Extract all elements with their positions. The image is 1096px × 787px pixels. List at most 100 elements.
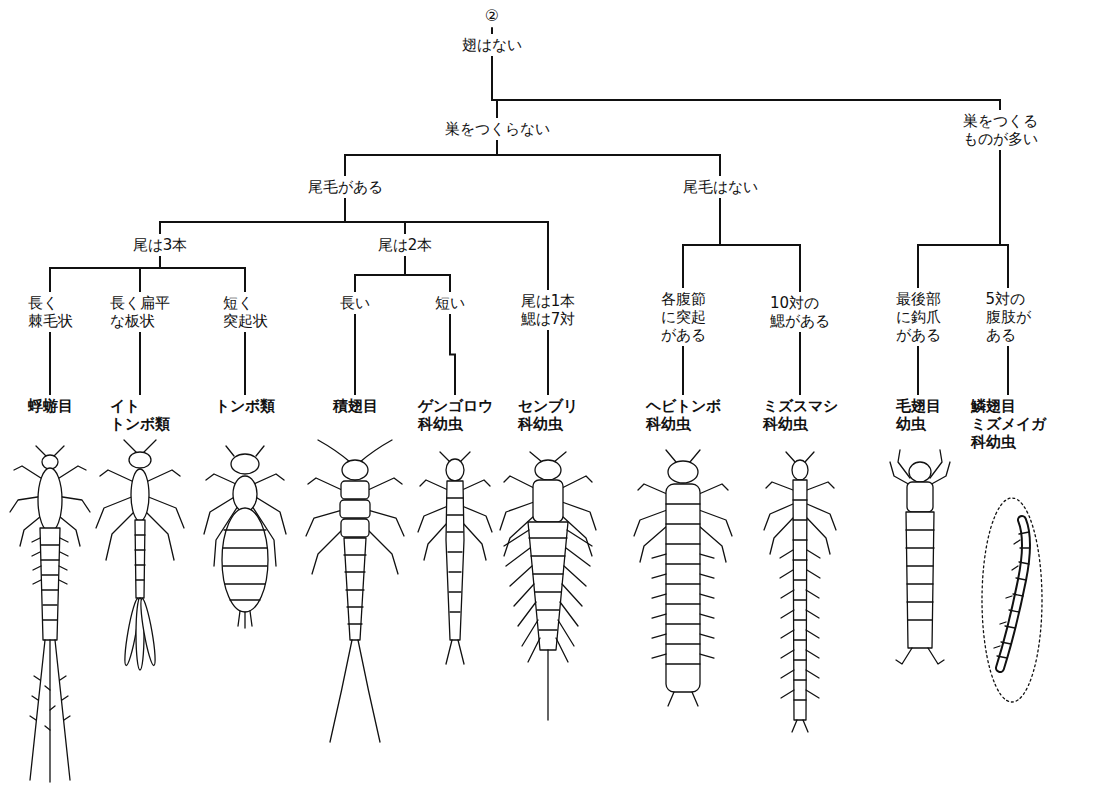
stonefly-larva-figure-part bbox=[342, 460, 368, 480]
taxon-label: 蜉蝣目 bbox=[25, 395, 76, 417]
damselfly-larva-figure-part bbox=[138, 598, 158, 666]
taxon-label: 鱗翅目 ミズメイガ 科幼虫 bbox=[968, 395, 1049, 453]
damselfly-larva-figure-part bbox=[129, 452, 151, 468]
taxon-label: トンボ類 bbox=[212, 395, 278, 417]
damselfly-larva-figure-part bbox=[124, 440, 156, 452]
tree-connector bbox=[160, 256, 245, 292]
diving-beetle-larva-figure bbox=[418, 452, 492, 664]
trait-text: 尾は3本 bbox=[133, 236, 188, 254]
stonefly-larva-figure-part bbox=[341, 519, 369, 537]
tree-connector bbox=[139, 332, 141, 395]
taxon-name: ミズスマシ 科幼虫 bbox=[763, 397, 838, 433]
tree-connector bbox=[49, 332, 51, 395]
trait-text: 尾は1本 鰓は7対 bbox=[521, 292, 576, 328]
trait-node: 尾毛がある bbox=[305, 176, 386, 198]
moth-larva-figure-part bbox=[994, 540, 1020, 648]
dragonfly-larva-figure-part bbox=[222, 508, 268, 612]
dobsonfly-larva-figure-part bbox=[666, 504, 700, 664]
taxon-name: ヘビトンボ 科幼虫 bbox=[646, 397, 721, 433]
damselfly-larva-figure-part bbox=[135, 535, 145, 580]
taxon-name: ゲンゴロウ 科幼虫 bbox=[418, 397, 493, 433]
taxon-label: センブリ 科幼虫 bbox=[515, 395, 581, 435]
alderfly-larva-figure-part bbox=[535, 460, 561, 480]
tree-connector bbox=[345, 198, 405, 234]
dobsonfly-larva-figure-part bbox=[668, 692, 698, 706]
tree-connector bbox=[450, 314, 455, 395]
trait-text: 尾毛はない bbox=[683, 178, 758, 196]
taxon-name: トンボ類 bbox=[215, 397, 275, 415]
caddisfly-larva-figure-part bbox=[907, 482, 933, 512]
tree-connector bbox=[345, 198, 548, 290]
trait-text: 10対の 鰓がある bbox=[770, 294, 830, 330]
trait-node: 長い bbox=[337, 292, 373, 314]
trait-text: 最後部 に鈎爪 がある bbox=[896, 290, 941, 344]
caddisfly-larva-figure-part bbox=[906, 512, 934, 648]
tree-connector bbox=[683, 198, 720, 288]
stonefly-larva-figure-part bbox=[330, 640, 380, 742]
whirligig-larva-figure-part bbox=[792, 720, 808, 732]
trait-node: 長く扁平 な板状 bbox=[107, 292, 173, 332]
trait-text: 短く 突起状 bbox=[223, 294, 268, 330]
taxon-label: イト トンボ類 bbox=[107, 395, 173, 435]
mayfly-larva-figure-part bbox=[38, 468, 62, 532]
tree-connector bbox=[405, 256, 450, 292]
stonefly-larva-figure-part bbox=[344, 538, 366, 640]
dobsonfly-larva-figure-part bbox=[668, 461, 698, 483]
taxon-label: ミズスマシ 科幼虫 bbox=[760, 395, 841, 435]
diving-beetle-larva-figure-part bbox=[446, 640, 464, 664]
tree-connector bbox=[1000, 150, 1008, 288]
mayfly-larva-figure-part bbox=[40, 528, 60, 640]
tree-connector bbox=[799, 332, 801, 395]
trait-node: 翅はない bbox=[459, 34, 525, 56]
key-number: ② bbox=[482, 4, 502, 27]
alderfly-larva-figure-part bbox=[533, 480, 563, 522]
taxon-label: 積翅目 bbox=[330, 395, 381, 417]
trait-text: 尾毛がある bbox=[308, 178, 383, 196]
tree-connector bbox=[345, 140, 497, 176]
caddisfly-larva-figure-part bbox=[906, 530, 934, 620]
trait-node: 短い bbox=[432, 292, 468, 314]
mayfly-larva-figure-part bbox=[41, 545, 59, 620]
alderfly-larva-figure-part bbox=[547, 650, 548, 720]
tree-connector bbox=[492, 56, 1000, 110]
trait-text: 5対の 腹肢が ある bbox=[986, 290, 1031, 344]
tree-connector bbox=[140, 256, 160, 292]
damselfly-larva-figure bbox=[96, 440, 184, 670]
trait-node: 巣をつくらない bbox=[442, 118, 553, 140]
whirligig-larva-figure bbox=[764, 452, 836, 732]
mayfly-larva-figure bbox=[10, 446, 90, 782]
dobsonfly-larva-figure-part bbox=[652, 554, 714, 658]
stonefly-larva-figure bbox=[306, 440, 404, 742]
stonefly-larva-figure-part bbox=[318, 440, 392, 462]
diving-beetle-larva-figure-part bbox=[446, 459, 464, 481]
trait-node: 尾は2本 bbox=[375, 234, 436, 256]
taxon-label: ゲンゴロウ 科幼虫 bbox=[415, 395, 496, 435]
trait-node: 巣をつくる ものが多い bbox=[960, 110, 1041, 150]
trait-text: 各腹節 に突起 がある bbox=[661, 290, 706, 344]
tree-connector bbox=[918, 150, 1000, 288]
tree-connector bbox=[244, 332, 246, 395]
tree-connector bbox=[1007, 346, 1009, 395]
tree-connector bbox=[354, 314, 356, 395]
whirligig-larva-figure-part bbox=[780, 550, 820, 698]
caddisfly-larva-figure-part bbox=[896, 648, 944, 664]
trait-node: 尾は3本 bbox=[130, 234, 191, 256]
taxon-name: 蜉蝣目 bbox=[28, 397, 73, 415]
damselfly-larva-figure-part bbox=[131, 469, 149, 521]
dragonfly-larva-figure-part bbox=[223, 530, 267, 600]
mayfly-larva-figure-part bbox=[32, 538, 68, 584]
taxon-name: センブリ 科幼虫 bbox=[518, 397, 578, 433]
alderfly-larva-figure bbox=[500, 452, 596, 720]
trait-node: 尾毛はない bbox=[680, 176, 761, 198]
tree-connector bbox=[355, 256, 405, 292]
tree-connector bbox=[917, 346, 919, 395]
tree-connector bbox=[547, 330, 549, 395]
dragonfly-larva-figure-part bbox=[238, 611, 252, 628]
alderfly-larva-figure-part bbox=[528, 522, 568, 650]
mayfly-larva-figure-part bbox=[30, 676, 70, 730]
dragonfly-larva-figure bbox=[204, 446, 286, 628]
trait-text: 巣をつくらない bbox=[445, 120, 550, 138]
diving-beetle-larva-figure-part bbox=[447, 498, 463, 612]
